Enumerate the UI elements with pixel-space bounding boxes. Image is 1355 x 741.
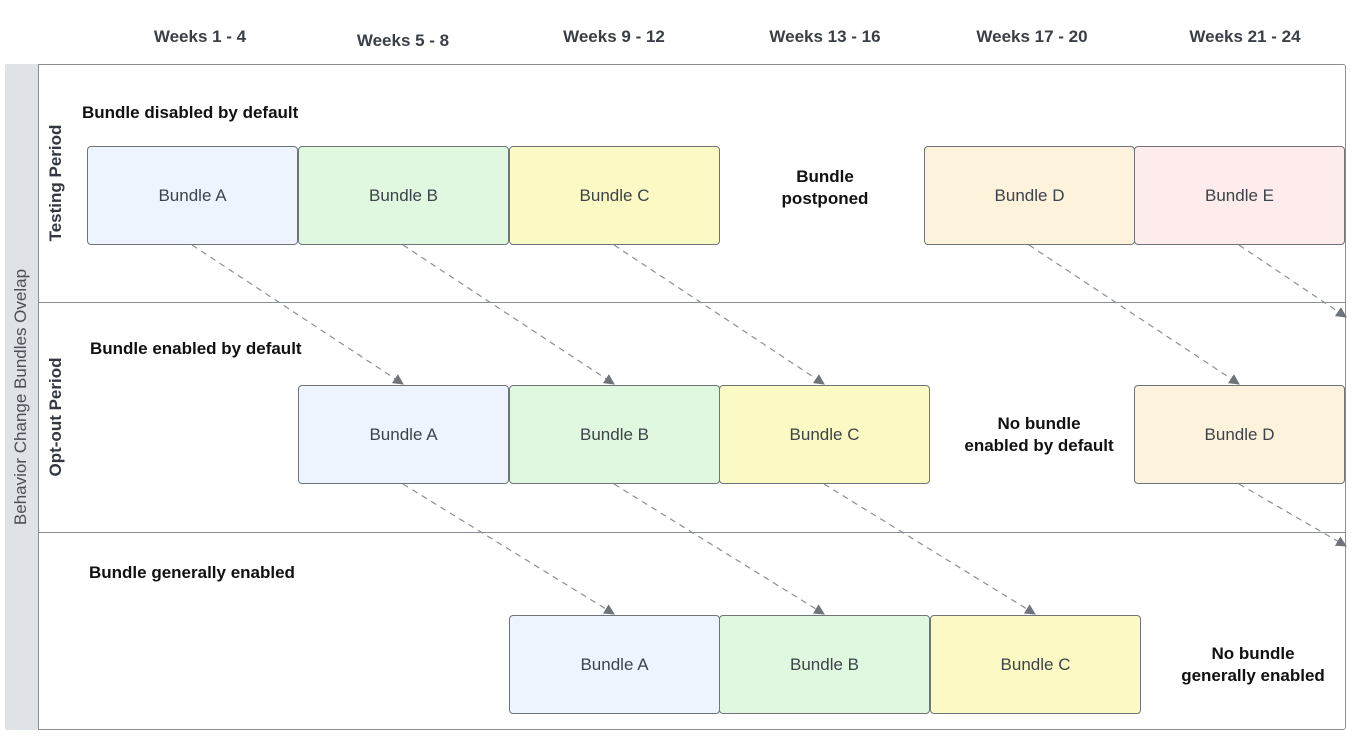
arrow-d-testing-to-optout: [1028, 244, 1240, 385]
arrow-c-testing-to-optout: [613, 244, 825, 385]
column-header-weeks-9-12: Weeks 9 - 12: [563, 27, 665, 46]
lane-divider-1: [39, 302, 1346, 303]
testing-note-line-2: postponed: [781, 189, 869, 208]
column-header-weeks-5-8: Weeks 5 - 8: [356, 31, 450, 50]
optout-note-line-2: enabled by default: [964, 436, 1114, 455]
optout-bundle-c: Bundle C: [719, 385, 930, 484]
testing-bundle-d: Bundle D: [924, 146, 1135, 245]
testing-note-line-1: Bundle: [796, 167, 854, 186]
arrow-d-optout-offscreen: [1238, 483, 1347, 547]
lane-label-general: Bundle generally enabled: [89, 563, 295, 582]
arrow-b-optout-to-general: [613, 483, 825, 615]
optout-note: No bundle enabled by default: [939, 413, 1139, 457]
testing-bundle-a: Bundle A: [87, 146, 298, 245]
arrow-b-testing-to-optout: [402, 244, 615, 385]
arrow-a-testing-to-optout: [191, 244, 404, 385]
lane-label-optout: Bundle enabled by default: [90, 339, 302, 358]
general-note-line-2: generally enabled: [1181, 666, 1325, 685]
sidebar: [5, 64, 39, 730]
optout-bundle-a: Bundle A: [298, 385, 509, 484]
general-note-line-1: No bundle: [1211, 644, 1295, 663]
general-bundle-b: Bundle B: [719, 615, 930, 714]
column-header-weeks-21-24: Weeks 21 - 24: [1189, 27, 1301, 46]
column-header-weeks-1-4: Weeks 1 - 4: [153, 27, 247, 46]
testing-bundle-c: Bundle C: [509, 146, 720, 245]
arrow-e-testing-offscreen: [1238, 244, 1347, 318]
arrow-c-optout-to-general: [823, 483, 1036, 615]
lane-label-testing: Bundle disabled by default: [82, 103, 299, 122]
general-bundle-a: Bundle A: [509, 615, 720, 714]
column-header-weeks-17-20: Weeks 17 - 20: [976, 27, 1088, 46]
general-bundle-c: Bundle C: [930, 615, 1141, 714]
column-header-weeks-13-16: Weeks 13 - 16: [769, 27, 881, 46]
testing-note: Bundle postponed: [735, 166, 915, 210]
optout-bundle-d: Bundle D: [1134, 385, 1345, 484]
testing-bundle-b: Bundle B: [298, 146, 509, 245]
arrow-a-optout-to-general: [402, 483, 615, 615]
optout-bundle-b: Bundle B: [509, 385, 720, 484]
optout-note-line-1: No bundle: [997, 414, 1081, 433]
testing-bundle-e: Bundle E: [1134, 146, 1345, 245]
general-note: No bundle generally enabled: [1153, 643, 1353, 687]
